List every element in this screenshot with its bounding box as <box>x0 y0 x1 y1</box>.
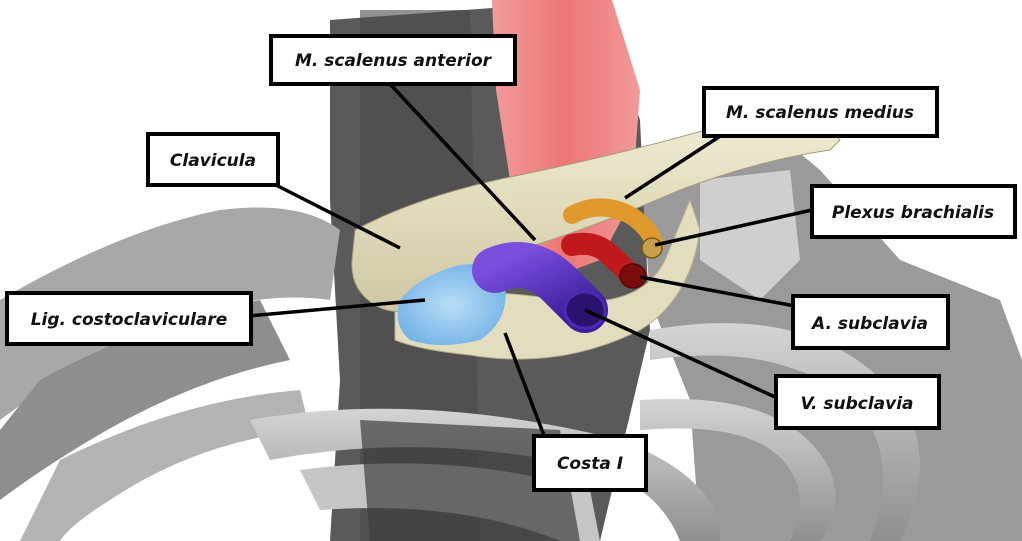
label-a-subclavia-text: A. subclavia <box>810 314 928 334</box>
label-plexus-brachialis-text: Plexus brachialis <box>832 203 994 223</box>
label-v-subclavia-text: V. subclavia <box>800 394 913 414</box>
label-scalenus-anterior-text: M. scalenus anterior <box>295 51 493 71</box>
label-clavicula-text: Clavicula <box>170 151 256 171</box>
label-scalenus-anterior: M. scalenus anterior <box>271 36 515 84</box>
label-costa-i: Costa I <box>534 436 646 490</box>
label-a-subclavia: A. subclavia <box>793 296 948 348</box>
label-lig-costoclaviculare-text: Lig. costoclaviculare <box>31 310 228 330</box>
label-clavicula: Clavicula <box>148 134 278 185</box>
label-plexus-brachialis: Plexus brachialis <box>812 186 1015 237</box>
label-scalenus-medius-text: M. scalenus medius <box>726 103 914 123</box>
label-lig-costoclaviculare: Lig. costoclaviculare <box>7 293 251 344</box>
label-costa-i-text: Costa I <box>557 454 623 474</box>
label-v-subclavia: V. subclavia <box>776 376 939 428</box>
label-scalenus-medius: M. scalenus medius <box>704 88 937 136</box>
